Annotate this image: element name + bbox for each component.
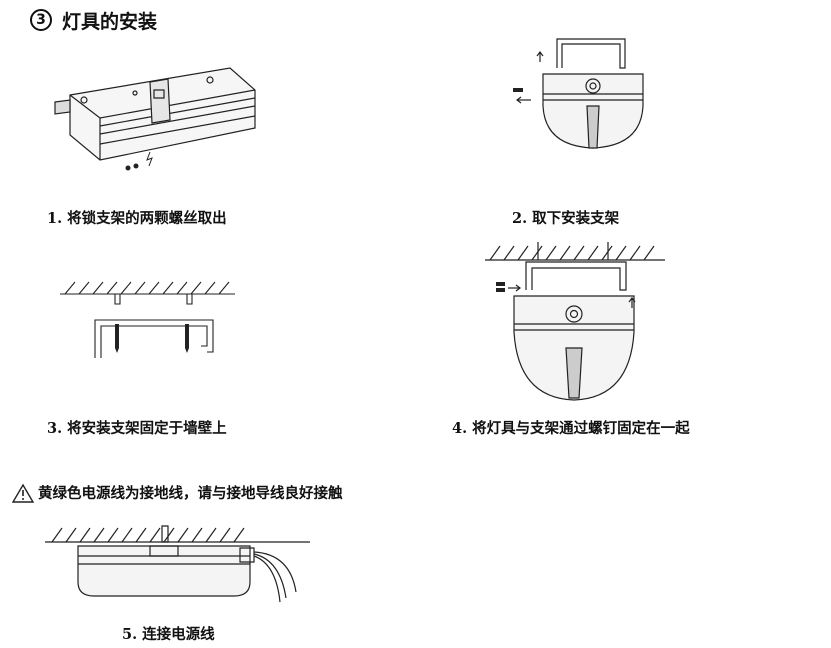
step-1-label: 1. 将锁支架的两颗螺丝取出 — [47, 210, 227, 227]
figure-2-remove-bracket — [513, 34, 655, 159]
figure-5-connect-power — [40, 520, 320, 610]
step-5-label: 5. 连接电源线 — [122, 626, 215, 643]
warning-note: 黄绿色电源线为接地线，请与接地导线良好接触 — [12, 482, 343, 503]
section-title-text: 灯具的安装 — [62, 10, 158, 33]
figure-3-bracket-on-wall — [55, 280, 245, 362]
figure-1-lamp-screws-removed — [40, 60, 270, 171]
section-title: 3 灯具的安装 — [30, 6, 157, 34]
warning-triangle-icon — [12, 483, 34, 503]
step-4-label: 4. 将灯具与支架通过螺钉固定在一起 — [452, 420, 690, 437]
step-2-label: 2. 取下安装支架 — [512, 210, 620, 227]
figure-4-lamp-on-bracket — [480, 232, 670, 407]
step-3-label: 3. 将安装支架固定于墙壁上 — [47, 420, 227, 437]
warning-text: 黄绿色电源线为接地线，请与接地导线良好接触 — [38, 485, 343, 502]
section-number-circle: 3 — [30, 9, 52, 31]
